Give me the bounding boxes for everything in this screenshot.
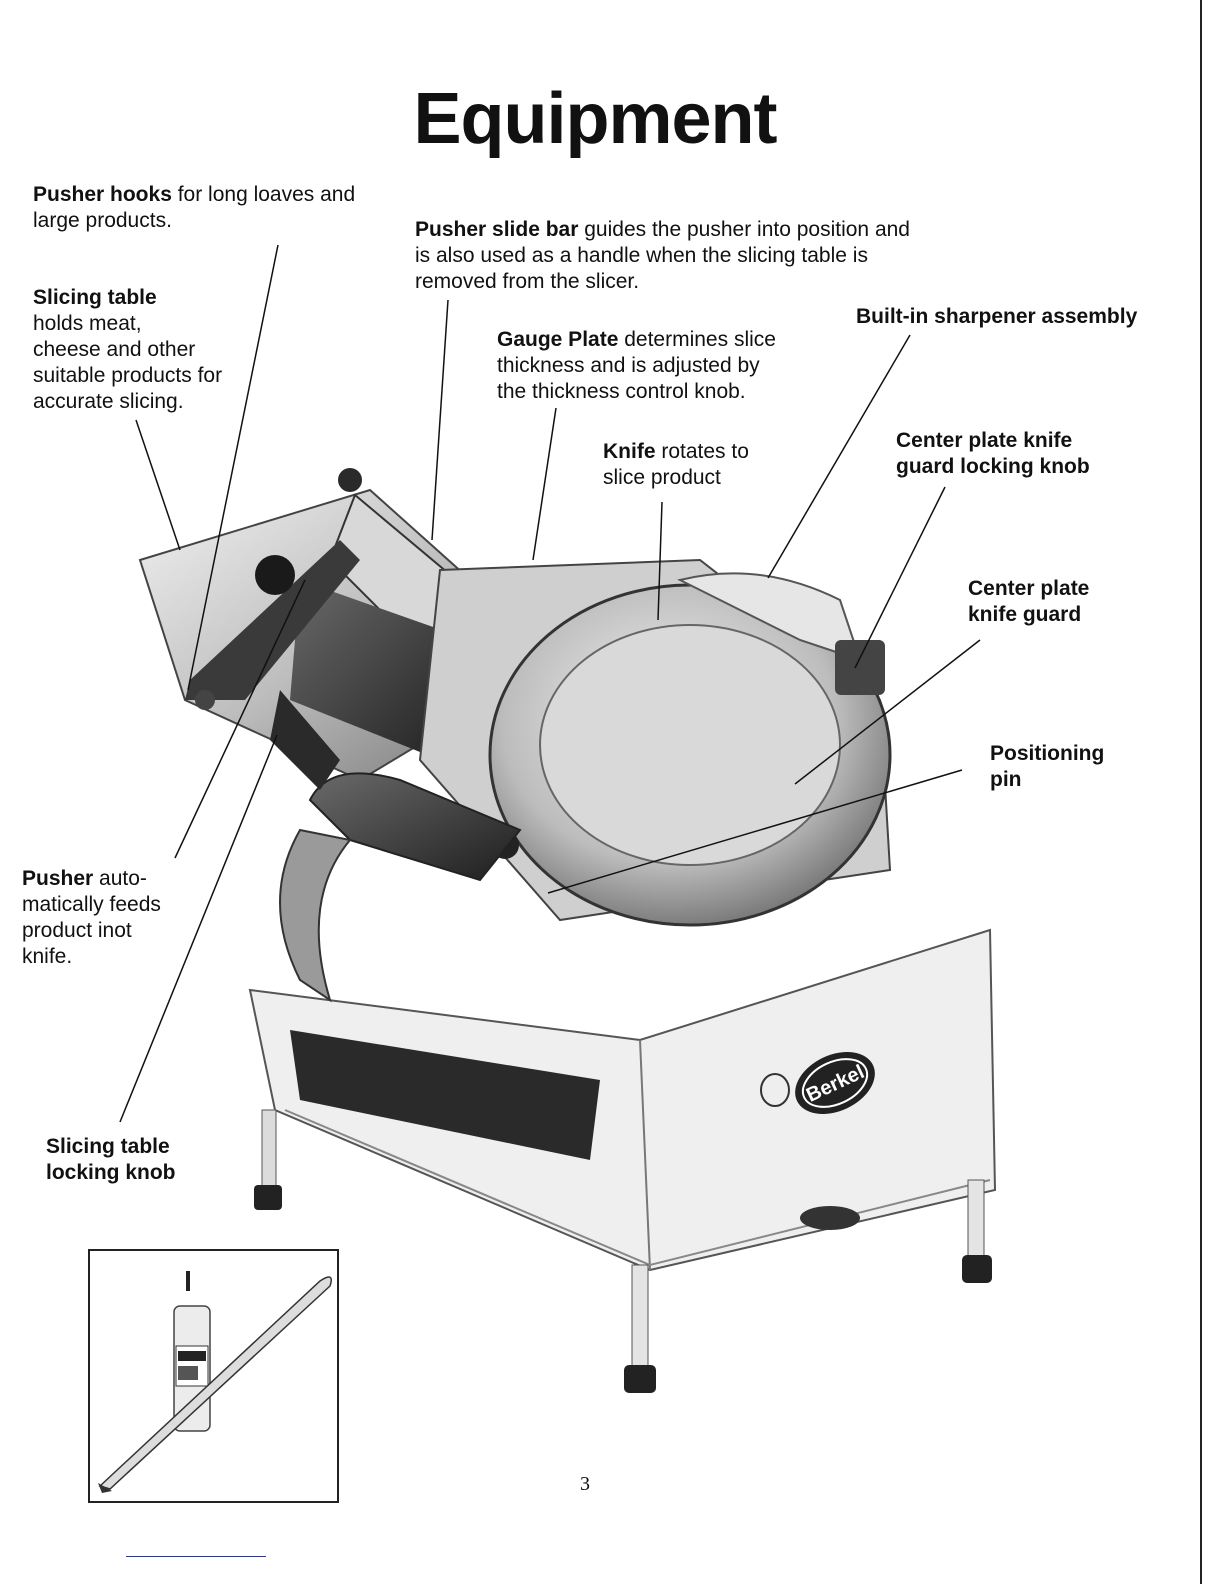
label-pusher-slide-bar: Pusher slide bar guides the pusher into …	[415, 218, 910, 293]
slicer-base	[248, 928, 997, 1393]
scan-edge-line	[1200, 0, 1202, 1584]
leader-slicing-table-knob	[119, 734, 278, 1123]
leader-lines	[119, 244, 981, 1123]
leader-knife	[657, 501, 663, 621]
label-built-in-sharpener: Built-in sharpener assembly	[856, 305, 1138, 328]
knife-assembly	[418, 558, 892, 927]
label-slicing-table: Slicing table holds meat, cheese and oth…	[33, 286, 223, 413]
leader-center-plate-guard	[794, 639, 981, 785]
berkel-logo: Berkel	[760, 1052, 875, 1114]
label-positioning-pin: Positioning pin	[990, 742, 1105, 791]
leader-gauge-plate	[532, 407, 557, 561]
label-knife: Knife rotates to slice product	[603, 440, 749, 489]
leader-slicing-table	[135, 419, 181, 551]
accessory-inset	[88, 1249, 339, 1503]
label-pusher-hooks: Pusher hooks for long loaves and large p…	[33, 183, 356, 232]
label-center-plate-locking-knob: Center plate knife guard locking knob	[896, 429, 1090, 478]
leader-pusher-slide-bar	[431, 299, 449, 541]
label-pusher: Pusher auto- matically feeds product ino…	[22, 867, 161, 968]
leader-positioning-pin	[547, 769, 963, 894]
label-slicing-table-locking-knob: Slicing table locking knob	[46, 1135, 176, 1184]
leader-center-plate-knob	[854, 486, 946, 669]
leader-sharpener	[767, 334, 911, 579]
page-title: Equipment	[413, 79, 778, 159]
leader-pusher-hooks	[187, 244, 279, 691]
pusher	[270, 690, 522, 1003]
leader-pusher	[174, 579, 306, 859]
label-gauge-plate: Gauge Plate determines slice thickness a…	[497, 328, 776, 403]
label-center-plate-knife-guard: Center plate knife guard	[968, 577, 1090, 626]
oil-bottle-and-brush-image	[98, 1271, 332, 1493]
footer-rule	[126, 1556, 266, 1557]
page-number: 3	[580, 1473, 590, 1495]
